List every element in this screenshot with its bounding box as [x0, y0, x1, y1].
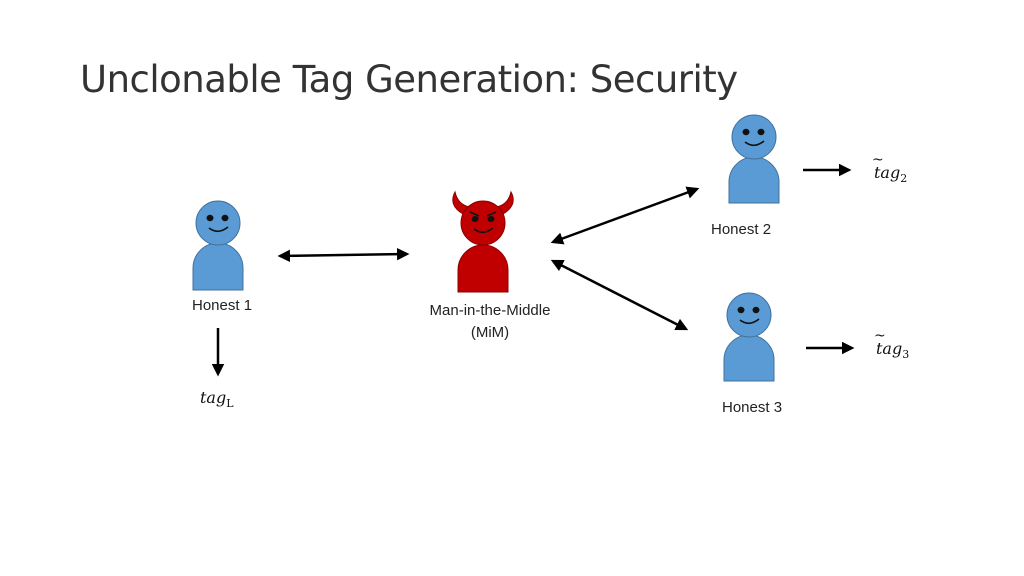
honest-1-person-icon — [192, 200, 244, 291]
tag-2-subscript: 2 — [900, 172, 908, 186]
tag-l-subscript: L — [226, 397, 234, 411]
mim-label: Man-in-the-Middle (MiM) — [410, 300, 570, 344]
mim-devil-icon — [452, 190, 514, 293]
tag-3-base: tag — [876, 339, 903, 358]
mim-label-line1: Man-in-the-Middle — [429, 302, 551, 319]
tag-2-output: ~tag2 — [872, 152, 908, 186]
honest-2-person-icon — [728, 114, 780, 204]
arrow-honest1-mim — [277, 247, 410, 263]
slide-title: Unclonable Tag Generation: Security — [80, 58, 738, 101]
honest-3-person-icon — [723, 292, 775, 382]
honest-1-label: Honest 1 — [192, 297, 253, 314]
honest-3-label: Honest 3 — [722, 399, 783, 416]
mim-label-line2: (MiM) — [470, 324, 510, 341]
tag-2-base: tag — [874, 163, 901, 182]
arrow-mim-honest3 — [550, 259, 689, 331]
arrow-mim-honest2 — [550, 186, 700, 245]
tag-2-tilde-accent: ~ — [872, 152, 884, 168]
tag-2-base-wrap: ~tag — [872, 152, 901, 182]
tag-l-base: tag — [200, 388, 227, 407]
tag-3-subscript: 3 — [902, 348, 910, 362]
tag-3-base-wrap: ~tag — [874, 328, 903, 358]
honest-2-label: Honest 2 — [711, 221, 772, 238]
tag-3-tilde-accent: ~ — [874, 328, 886, 344]
tag-3-output: ~tag3 — [874, 328, 910, 362]
tag-l-output: tagL — [200, 388, 234, 410]
